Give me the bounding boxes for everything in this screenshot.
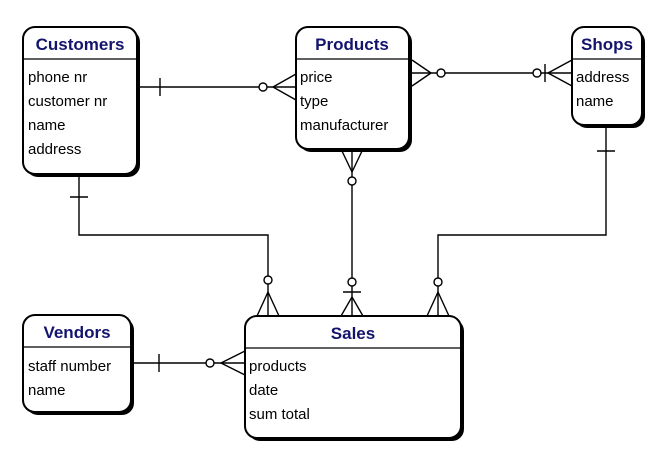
crowfoot-products-bottom: [340, 148, 353, 173]
zero-circle-shops-side: [532, 68, 542, 78]
entity-title: Products: [315, 35, 389, 54]
entity-title: Sales: [331, 324, 375, 343]
entity-attribute: name: [28, 117, 66, 134]
zero-circle-sales-left: [205, 358, 215, 368]
crowfoot-sales-left: [220, 350, 246, 364]
relationship-products-shops: [411, 59, 573, 87]
entity-attribute: products: [249, 358, 307, 375]
entity-attribute: date: [249, 382, 278, 399]
entity-title: Shops: [581, 35, 633, 54]
relationship-customers-sales: [70, 174, 280, 317]
crowfoot-sales-top-left: [256, 291, 269, 317]
zero-circle-products: [258, 82, 268, 92]
entity-attribute: name: [28, 382, 66, 399]
entity-attribute: type: [300, 93, 328, 110]
relationship-vendors-sales: [134, 350, 246, 376]
crowfoot-products: [272, 73, 297, 88]
entity-attribute: staff number: [28, 358, 111, 375]
entity-attribute: manufacturer: [300, 117, 388, 134]
relationship-customers-products: [137, 73, 297, 101]
entity-attribute: address: [576, 69, 629, 86]
entity-attribute: price: [300, 69, 333, 86]
entity-vendors[interactable]: Vendors staff number name: [22, 314, 134, 415]
entity-title: Vendors: [43, 323, 110, 342]
relationship-shops-sales: [426, 126, 615, 317]
entity-attribute: address: [28, 141, 81, 158]
zero-circle-products-bottom: [347, 176, 357, 186]
zero-circle-sales-top-right: [433, 277, 443, 287]
entity-attribute: sum total: [249, 406, 310, 423]
zero-circle-sales-top-left: [263, 275, 273, 285]
entity-attribute: customer nr: [28, 93, 107, 110]
zero-circle-products-side: [436, 68, 446, 78]
entity-products[interactable]: Products price type manufacturer: [295, 26, 412, 152]
crowfoot-shops-side: [547, 59, 573, 74]
relationship-products-sales: [340, 148, 364, 317]
crowfoot-sales-top-mid: [340, 296, 353, 317]
crowfoot-products-side: [411, 59, 432, 74]
entity-shops[interactable]: Shops address name: [571, 26, 645, 128]
entity-sales[interactable]: Sales products date sum total: [244, 315, 464, 441]
crowfoot-sales-top-right: [426, 291, 439, 317]
entity-customers[interactable]: Customers phone nr customer nr name addr…: [22, 26, 140, 177]
relationships: [70, 59, 615, 376]
entity-attribute: name: [576, 93, 614, 110]
entity-attribute: phone nr: [28, 69, 87, 86]
zero-circle-sales-top-mid: [347, 277, 357, 287]
entity-title: Customers: [36, 35, 125, 54]
